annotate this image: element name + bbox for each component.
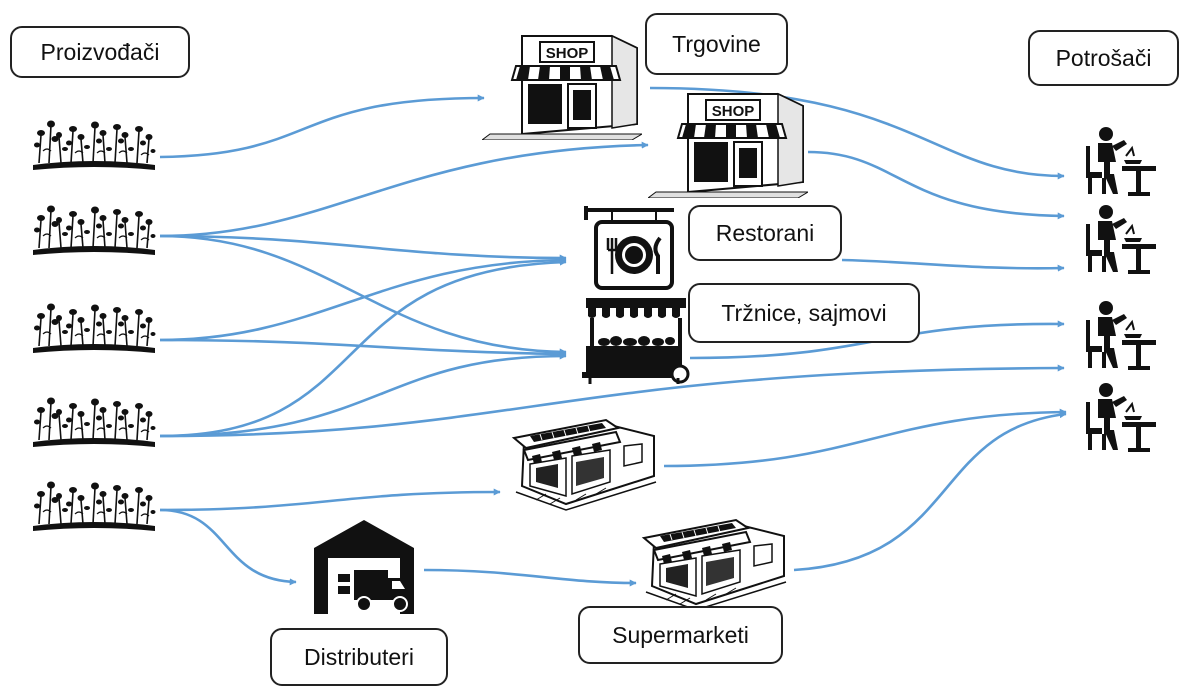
distributors-label: Distributeri — [270, 628, 448, 686]
arrow-producer4-market — [159, 352, 567, 438]
restaurants-label: Restorani — [688, 205, 842, 261]
arrow-producer4-consumer4 — [159, 364, 1065, 438]
producer-2-plants-icon — [32, 204, 157, 256]
arrow-producer3-restaurant — [159, 256, 567, 342]
producer-3-plants-icon — [32, 302, 157, 354]
arrow-shop1-consumer1 — [649, 86, 1065, 180]
flow-arrows — [159, 86, 1067, 587]
shop-2-storefront-icon — [648, 93, 808, 198]
arrow-restaurant-consumer3 — [841, 258, 1065, 272]
arrow-producer3-market — [159, 338, 567, 358]
market-stall-icon — [582, 296, 690, 386]
producer-5-plants-icon — [32, 480, 157, 532]
arrow-producer5-supermarket1 — [159, 488, 501, 512]
arrow-producer2-shop2 — [159, 141, 649, 238]
consumer-1-eating-icon — [1085, 126, 1157, 196]
arrow-supermarket1-consumer5 — [663, 408, 1067, 468]
markets-fairs-label: Tržnice, sajmovi — [688, 283, 920, 343]
consumer-3-eating-icon — [1085, 300, 1157, 370]
producer-4-plants-icon — [32, 396, 157, 448]
arrow-producer5-distributor — [159, 508, 297, 586]
consumers-label: Potrošači — [1028, 30, 1179, 86]
arrow-producer1-shop1 — [159, 94, 485, 159]
arrow-producer2-restaurant — [159, 234, 567, 262]
supermarket-1-building-icon — [513, 419, 657, 511]
supermarket-2-building-icon — [643, 519, 787, 611]
arrow-distributor-supermarket2 — [423, 568, 637, 587]
consumer-2-eating-icon — [1085, 204, 1157, 274]
shop-1-storefront-icon — [482, 35, 642, 140]
shops-label: Trgovine — [645, 13, 788, 75]
arrow-producer2-market — [159, 234, 567, 356]
producer-1-plants-icon — [32, 119, 157, 171]
producers-label: Proizvođači — [10, 26, 190, 78]
restaurant-sign-icon — [584, 204, 676, 290]
arrow-supermarket2-consumer5 — [793, 411, 1067, 572]
supermarkets-label: Supermarketi — [578, 606, 783, 664]
arrow-shop2-consumer2 — [807, 150, 1065, 220]
arrow-producer4-restaurant — [159, 258, 567, 438]
consumer-4-eating-icon — [1085, 382, 1157, 452]
distributor-warehouse-truck-icon — [313, 519, 415, 615]
